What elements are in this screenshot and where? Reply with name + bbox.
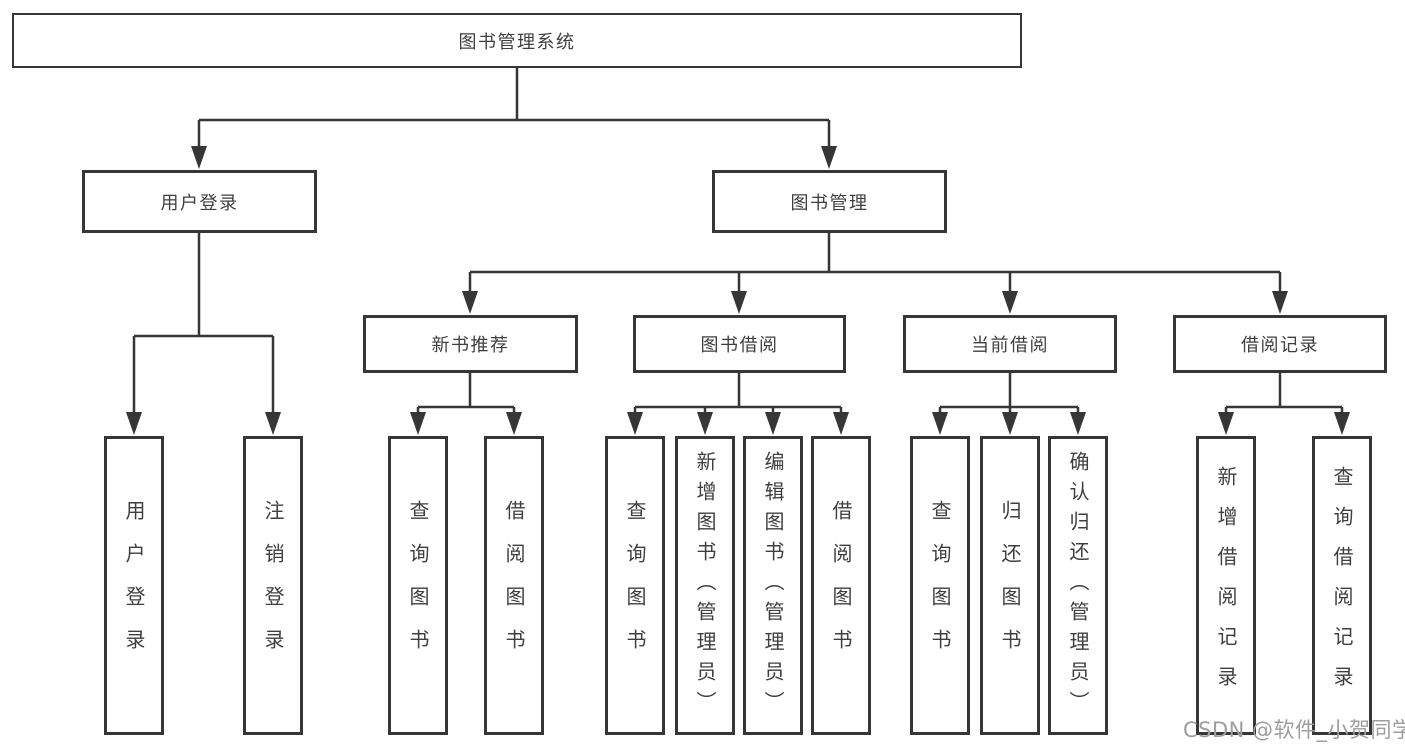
leaf-confirm-return-admin: 确认归还（管理员） — [1048, 436, 1108, 735]
leaf-label: 确认归还（管理员） — [1066, 450, 1090, 721]
leaf-label: 编辑图书（管理员） — [761, 450, 785, 721]
node-current-borrow: 当前借阅 — [903, 315, 1117, 373]
node-user-login: 用户登录 — [82, 170, 317, 233]
leaf-label: 借阅图书 — [829, 499, 853, 672]
arrow-down-icon — [126, 412, 142, 435]
edge-current-borrow-children — [938, 373, 1080, 418]
leaf-add-borrow-record: 新增借阅记录 — [1196, 436, 1256, 735]
leaf-edit-book-admin: 编辑图书（管理员） — [743, 436, 803, 735]
leaf-borrow-book: 借阅图书 — [811, 436, 871, 735]
leaf-label: 借阅图书 — [502, 499, 526, 672]
watermark-csdn: CSDN @软件_小贺同学 — [1183, 718, 1405, 742]
arrow-down-icon — [265, 412, 281, 435]
node-label: 借阅记录 — [1241, 335, 1319, 356]
leaf-query-book-recommend: 查询图书 — [388, 436, 448, 735]
arrow-down-icon — [1070, 412, 1086, 435]
arrow-down-icon — [462, 291, 478, 314]
arrow-down-icon — [932, 412, 948, 435]
node-label: 图书借阅 — [700, 335, 779, 356]
node-borrow-records: 借阅记录 — [1173, 315, 1387, 373]
edge-book-borrow-children — [633, 373, 843, 418]
edge-borrow-record-children — [1224, 373, 1344, 418]
leaf-label: 注销登录 — [261, 499, 285, 672]
arrow-down-icon — [833, 412, 849, 435]
edge-root-to-level1 — [197, 68, 831, 150]
node-book-borrow: 图书借阅 — [633, 315, 846, 373]
leaf-borrow-book-recommend: 借阅图书 — [484, 436, 544, 735]
node-label: 新书推荐 — [431, 335, 510, 356]
arrow-down-icon — [627, 412, 643, 435]
arrow-down-icon — [1002, 291, 1018, 314]
leaf-label: 新增借阅记录 — [1214, 465, 1238, 706]
arrow-down-icon — [731, 291, 747, 314]
node-label: 图书管理系统 — [458, 31, 576, 53]
edge-new-book-children — [416, 373, 516, 418]
leaf-query-borrow-record: 查询借阅记录 — [1312, 436, 1372, 735]
arrow-down-icon — [410, 412, 426, 435]
arrow-down-icon — [191, 146, 207, 169]
leaf-query-book-borrow: 查询图书 — [605, 436, 665, 735]
arrow-down-icon — [506, 412, 522, 435]
leaf-label: 用户登录 — [122, 499, 146, 672]
arrow-down-icon — [1218, 412, 1234, 435]
node-label: 当前借阅 — [971, 335, 1049, 356]
leaf-query-book-current: 查询图书 — [910, 436, 970, 735]
node-book-management: 图书管理 — [712, 170, 947, 233]
node-label: 图书管理 — [790, 192, 869, 214]
leaf-add-book-admin: 新增图书（管理员） — [675, 436, 735, 735]
node-new-book-recommend: 新书推荐 — [363, 315, 578, 373]
node-label: 用户登录 — [160, 192, 239, 214]
leaf-label: 新增图书（管理员） — [693, 450, 717, 721]
arrow-down-icon — [1334, 412, 1350, 435]
arrow-down-icon — [1002, 412, 1018, 435]
edge-book-management-children — [468, 233, 1282, 296]
arrow-down-icon — [697, 412, 713, 435]
leaf-logout: 注销登录 — [243, 436, 303, 735]
leaf-label: 查询借阅记录 — [1330, 465, 1354, 706]
leaf-user-login: 用户登录 — [104, 436, 164, 735]
leaf-return-book: 归还图书 — [980, 436, 1040, 735]
node-library-management-system: 图书管理系统 — [12, 13, 1022, 68]
edge-user-login-children — [132, 233, 275, 418]
leaf-label: 查询图书 — [928, 499, 952, 672]
arrow-down-icon — [765, 412, 781, 435]
arrow-down-icon — [821, 146, 837, 169]
leaf-label: 查询图书 — [406, 499, 430, 672]
arrow-down-icon — [1272, 291, 1288, 314]
leaf-label: 查询图书 — [623, 499, 647, 672]
leaf-label: 归还图书 — [998, 499, 1022, 672]
